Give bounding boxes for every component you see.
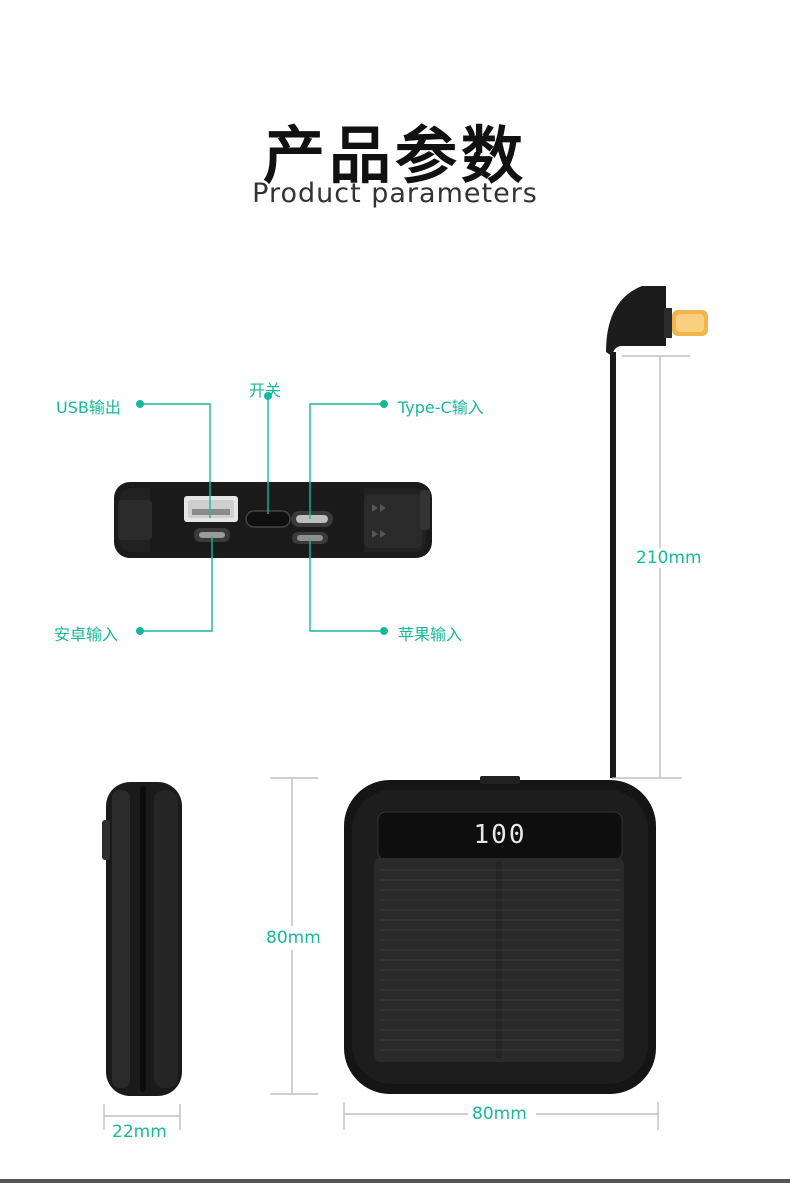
bottom-divider: [0, 1179, 790, 1183]
micro-usb-port: [194, 528, 230, 542]
page-subtitle: Product parameters: [252, 178, 538, 209]
lightning-cable: [606, 286, 708, 778]
type-c-port: [291, 511, 333, 527]
label-usb-output: USB输出: [56, 398, 121, 417]
battery-percentage-display: 100: [473, 820, 527, 850]
callout-dots: [136, 392, 388, 635]
dimension-height: 80mm: [266, 926, 321, 950]
label-power-switch: 开关: [249, 381, 282, 400]
label-android-input: 安卓输入: [54, 625, 119, 644]
page-title: 产品参数: [262, 119, 527, 192]
powerbank-side-view: [102, 782, 182, 1096]
label-apple-input: 苹果输入: [398, 625, 463, 644]
dimension-thickness: 22mm: [112, 1122, 167, 1142]
dimension-cable-length: 210mm: [634, 548, 704, 568]
callout-lines: [140, 396, 384, 632]
solar-panel-stripes: [380, 869, 620, 1051]
dimension-width: 80mm: [472, 1104, 527, 1124]
label-typec-input: Type-C输入: [398, 398, 484, 417]
usb-a-port: [184, 496, 238, 522]
